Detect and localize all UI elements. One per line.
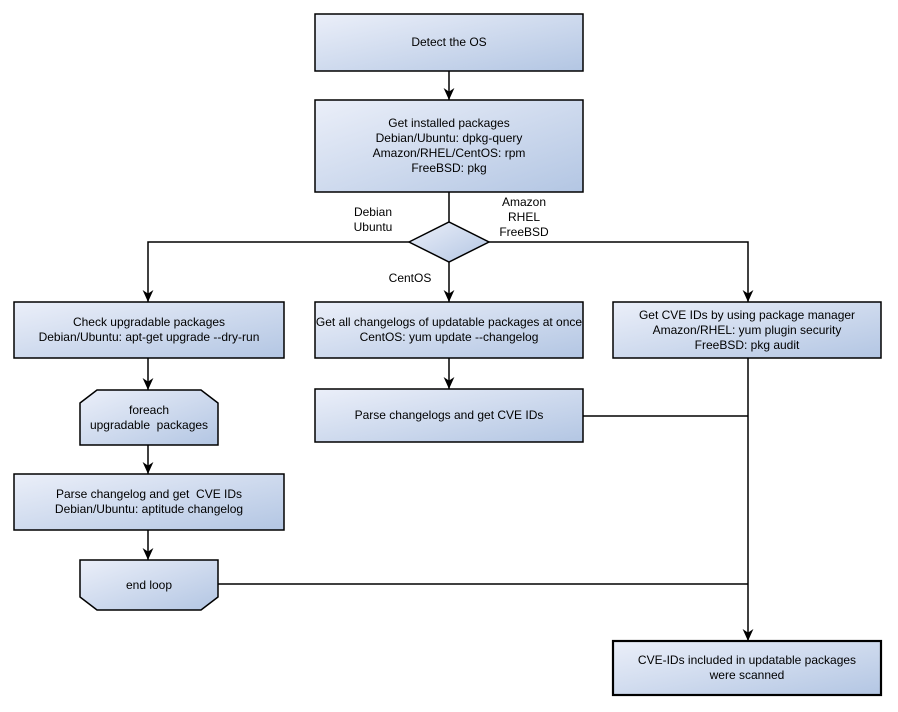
node-foreach-loop-start-shape <box>79 389 219 446</box>
node-detect-os-shape <box>314 13 584 72</box>
node-scanned-result-shape <box>611 639 883 697</box>
node-os-decision-diamond <box>407 221 491 263</box>
node-get-cve-ids-shape <box>612 301 882 359</box>
edge-decision-to-check-upgradable <box>142 241 409 302</box>
edge-decision-to-get-cve-ids <box>489 241 754 302</box>
node-get-all-changelogs-shape <box>314 301 584 359</box>
node-check-upgradable-shape <box>13 301 285 359</box>
node-parse-changelog-left-shape <box>13 473 285 531</box>
node-parse-changelogs-mid-shape <box>314 388 584 443</box>
node-end-loop-shape <box>79 559 219 611</box>
node-get-installed-packages-shape <box>314 99 584 193</box>
